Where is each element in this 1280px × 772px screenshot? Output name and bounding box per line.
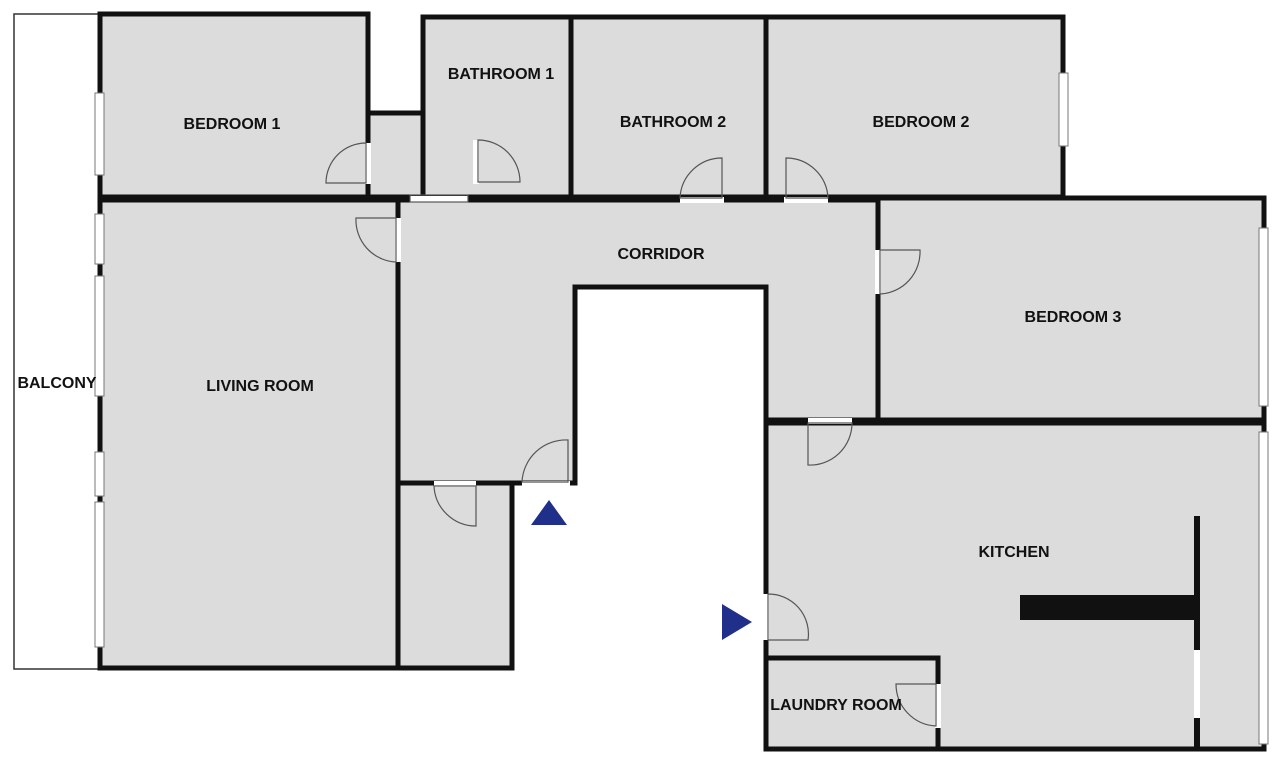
entrance-arrow-up-icon (531, 500, 567, 525)
label-laundry-room: LAUNDRY ROOM (770, 697, 902, 714)
door-icon (807, 422, 853, 466)
bathroom-2-room (568, 14, 769, 200)
label-living-room: LIVING ROOM (206, 378, 314, 395)
door-icon (355, 217, 397, 263)
windows (94, 72, 1269, 745)
label-bedroom-2: BEDROOM 2 (873, 114, 970, 131)
label-bedroom-3: BEDROOM 3 (1025, 309, 1122, 326)
bedroom-2-room (763, 14, 1066, 200)
door-icon (879, 249, 921, 295)
label-bedroom-1: BEDROOM 1 (184, 116, 281, 133)
room-labels: BEDROOM 1 BATHROOM 1 BATHROOM 2 BEDROOM … (17, 66, 1121, 714)
bedroom-1-room (97, 11, 371, 200)
window (94, 501, 105, 648)
label-corridor: CORRIDOR (617, 246, 705, 263)
door-icon (895, 683, 937, 727)
living-room-extension (395, 480, 515, 671)
door-swings (325, 139, 937, 727)
counter-divider (1194, 516, 1200, 650)
rooms (97, 11, 1267, 752)
label-kitchen: KITCHEN (978, 544, 1049, 561)
counter-top (1020, 595, 1198, 620)
kitchen-counter (1020, 516, 1200, 749)
label-bathroom-1: BATHROOM 1 (448, 66, 554, 83)
bedroom-3-room (875, 195, 1267, 423)
counter-divider-lower (1194, 718, 1200, 749)
door-openings (365, 140, 1200, 728)
door-icon (325, 142, 367, 184)
window (1258, 227, 1269, 407)
window (94, 213, 105, 265)
door-icon (433, 485, 477, 527)
living-room-room (97, 197, 401, 671)
door-icon (477, 139, 521, 183)
sliding-door-icon (409, 194, 469, 203)
label-bathroom-2: BATHROOM 2 (620, 114, 726, 131)
bathroom-1-room (420, 14, 574, 200)
window (94, 451, 105, 497)
window (94, 92, 105, 176)
door-icon (767, 593, 810, 641)
door-icon (785, 157, 829, 199)
laundry-room-room (763, 655, 941, 752)
door-icon (679, 157, 723, 199)
window (94, 275, 105, 397)
balcony-area (13, 13, 101, 670)
window (1258, 431, 1269, 745)
door-icon (521, 439, 569, 483)
entrance-arrow-right-icon (722, 604, 752, 640)
label-balcony: BALCONY (17, 375, 96, 392)
window (1058, 72, 1069, 147)
